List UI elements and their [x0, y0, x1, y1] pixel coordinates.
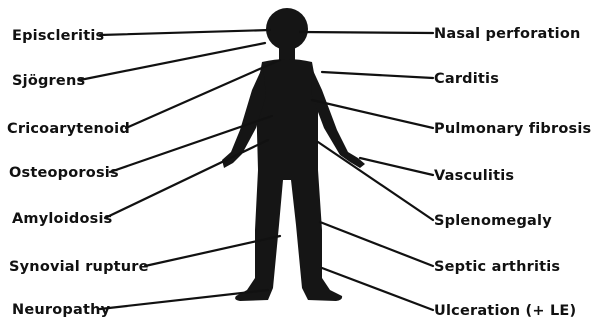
leader-splenomegaly: [318, 142, 433, 220]
human-silhouette: [222, 8, 365, 301]
label-amyloidosis: Amyloidosis: [12, 211, 112, 227]
label-septic-arthritis: Septic arthritis: [434, 259, 560, 275]
leader-vasculitis: [360, 158, 433, 175]
leader-ulceration: [322, 268, 433, 310]
label-splenomegaly: Splenomegaly: [434, 213, 552, 229]
leader-carditis: [322, 72, 433, 78]
right-labels: Nasal perforation Carditis Pulmonary fib…: [434, 26, 591, 319]
label-cricoarytenoid: Cricoarytenoid: [7, 121, 130, 137]
leader-sjogrens: [80, 43, 265, 80]
label-neuropathy: Neuropathy: [12, 302, 111, 318]
label-ulceration: Ulceration (+ LE): [434, 303, 576, 319]
leader-septic-arthritis: [320, 222, 433, 266]
silhouette-neck: [279, 46, 295, 60]
label-nasal-perforation: Nasal perforation: [434, 26, 581, 42]
leader-amyloidosis: [105, 140, 268, 218]
label-episcleritis: Episcleritis: [12, 28, 104, 44]
label-osteoporosis: Osteoporosis: [9, 165, 119, 181]
silhouette-right-arm: [311, 66, 365, 168]
label-synovial-rupture: Synovial rupture: [9, 259, 149, 275]
leader-nasal-perforation: [300, 32, 433, 33]
label-sjogrens: Sjögrens: [12, 73, 85, 89]
leader-episcleritis: [100, 30, 270, 35]
label-carditis: Carditis: [434, 71, 499, 87]
label-vasculitis: Vasculitis: [434, 168, 514, 184]
silhouette-head: [266, 8, 308, 50]
label-pulmonary-fibrosis: Pulmonary fibrosis: [434, 121, 591, 137]
